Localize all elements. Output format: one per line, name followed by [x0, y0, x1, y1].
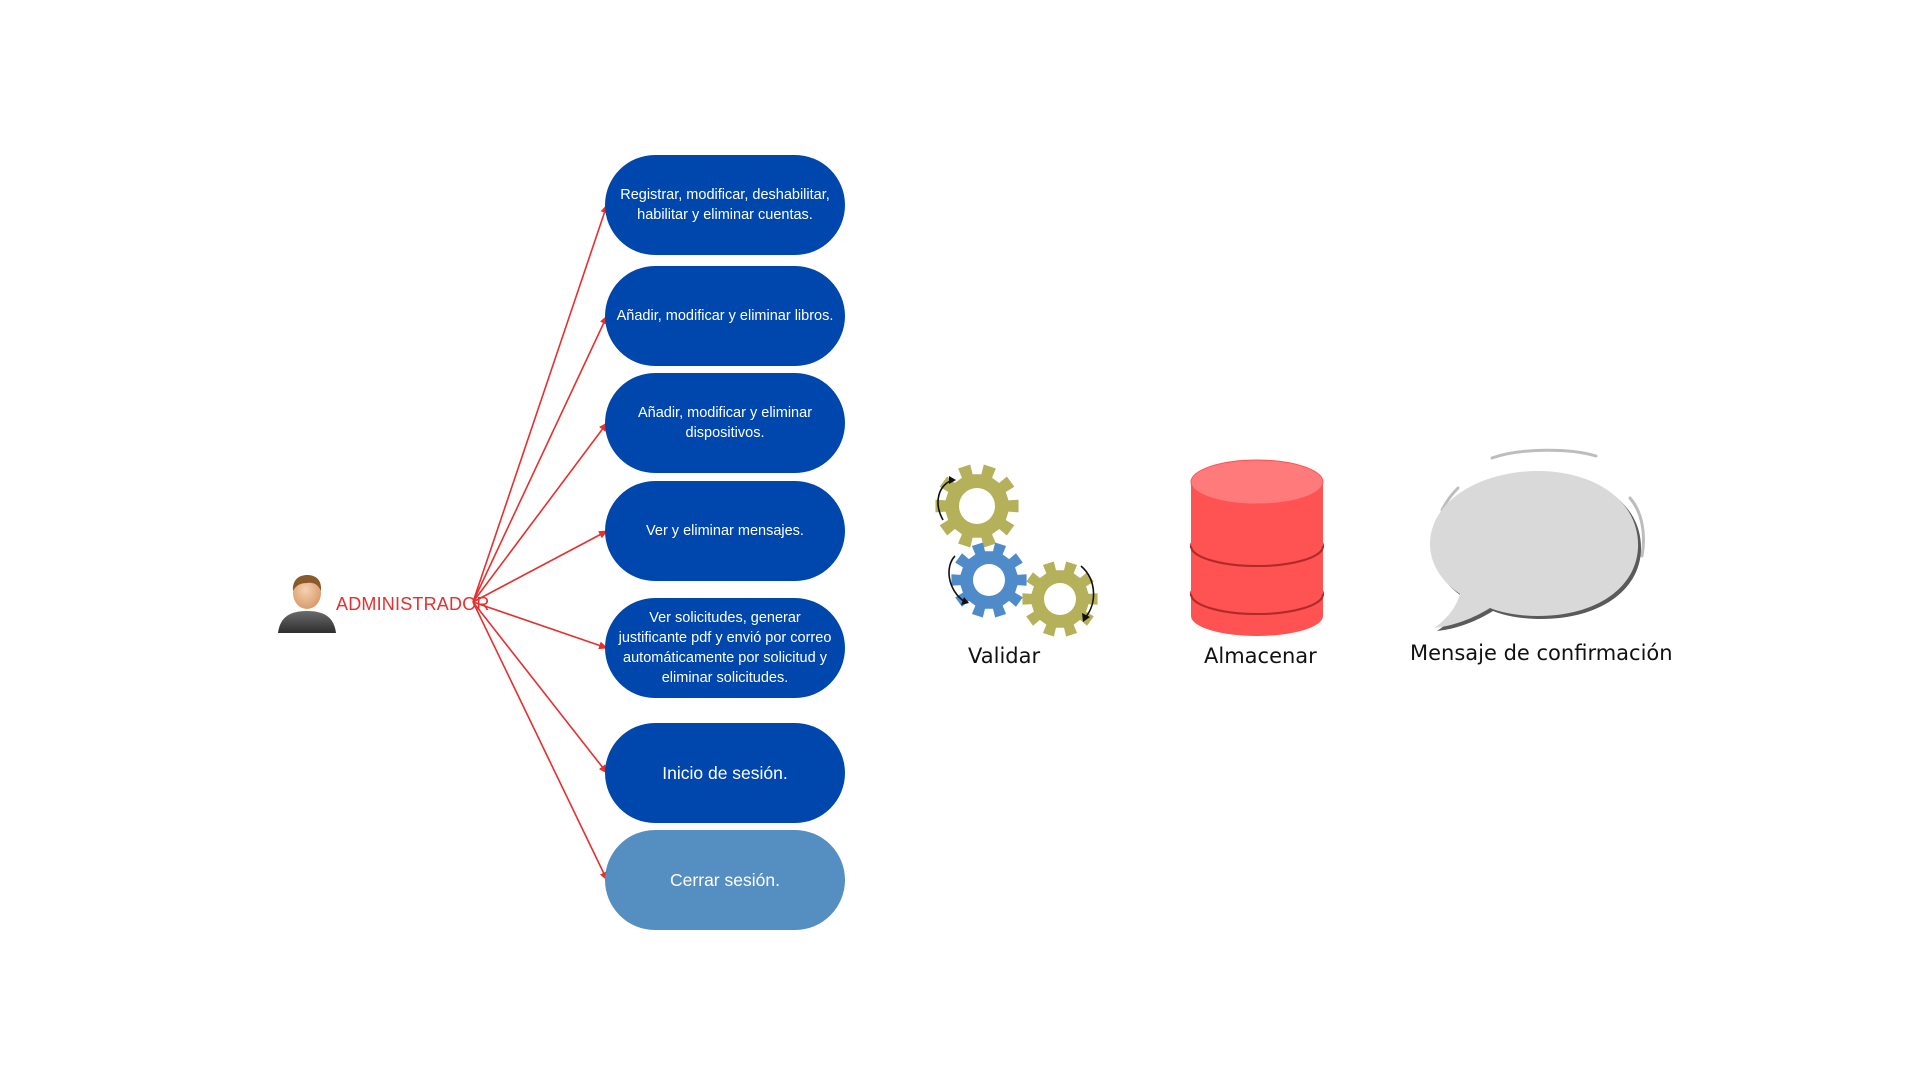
user-icon — [274, 569, 340, 635]
gear-hole — [973, 564, 1005, 596]
use-case-requests[interactable]: Ver solicitudes, generar justificante pd… — [605, 598, 845, 698]
stage-label-confirmation: Mensaje de confirmación — [1410, 641, 1673, 665]
arrow-to-use-case-3 — [472, 530, 608, 603]
database-icon — [1188, 452, 1326, 640]
stage-label-validate: Validar — [968, 644, 1041, 668]
arrow-to-use-case-0 — [472, 204, 609, 603]
stage-label-store: Almacenar — [1204, 644, 1317, 668]
speech-bubble-icon — [1410, 446, 1660, 636]
use-case-accounts[interactable]: Registrar, modificar, deshabilitar, habi… — [605, 155, 845, 255]
arrow-to-use-case-6 — [472, 601, 608, 881]
use-case-devices[interactable]: Añadir, modificar y eliminar dispositivo… — [605, 373, 845, 473]
gear-hole — [1044, 583, 1076, 615]
use-case-logout[interactable]: Cerrar sesión. — [605, 830, 845, 930]
use-case-messages[interactable]: Ver y eliminar mensajes. — [605, 481, 845, 581]
actor-label: ADMINISTRADOR — [336, 594, 490, 614]
gears-icon — [925, 462, 1105, 642]
arrow-to-use-case-4 — [472, 601, 608, 650]
arrow-to-use-case-5 — [472, 601, 608, 774]
use-case-books[interactable]: Añadir, modificar y eliminar libros. — [605, 266, 845, 366]
gear-hole — [959, 488, 995, 524]
use-case-login[interactable]: Inicio de sesión. — [605, 723, 845, 823]
arrow-to-use-case-1 — [472, 315, 608, 603]
arrow-to-use-case-2 — [472, 422, 608, 603]
